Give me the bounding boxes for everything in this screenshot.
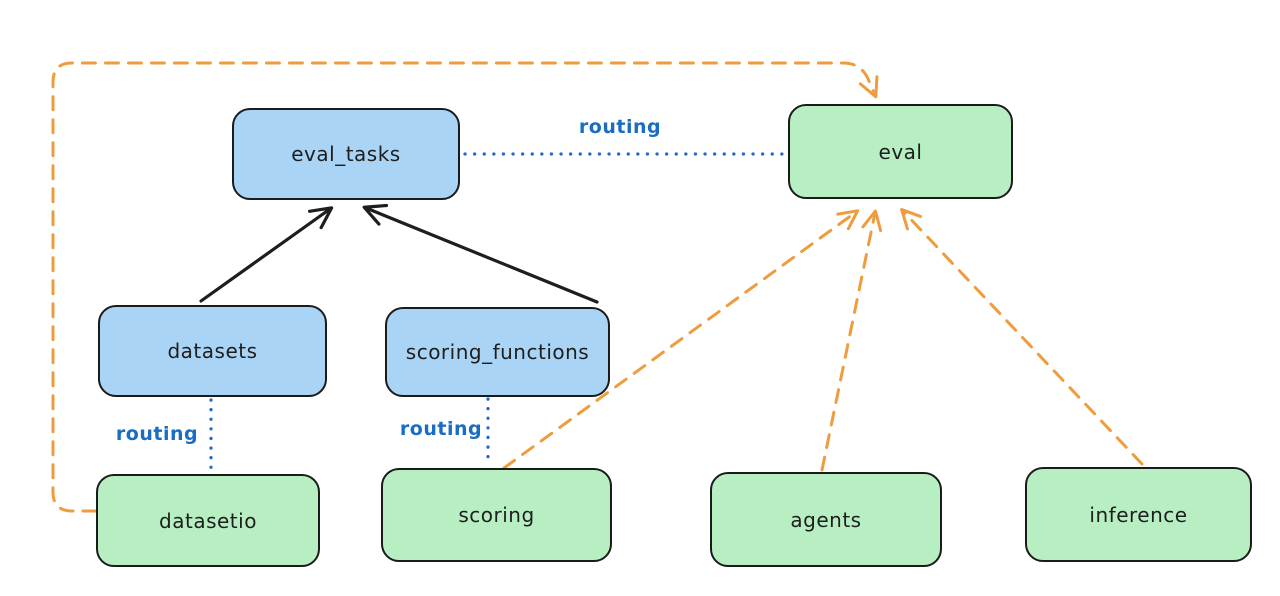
edge-label-routing-eval-tasks-eval: routing	[578, 116, 662, 138]
edge-label-routing-scoring-functions-scoring: routing	[399, 418, 483, 440]
node-scoring-label: scoring	[458, 503, 535, 527]
node-agents: agents	[710, 472, 942, 567]
node-eval-label: eval	[878, 139, 923, 164]
edge-datasets-to-eval-tasks	[199, 206, 334, 303]
edge-scoring-functions-to-eval-tasks	[362, 203, 599, 304]
node-datasetio: datasetio	[96, 474, 320, 567]
edge-inference-to-eval	[900, 208, 1144, 466]
node-datasets-label: datasets	[167, 339, 258, 363]
node-datasetio-label: datasetio	[159, 508, 257, 533]
node-scoring-functions-label: scoring_functions	[405, 340, 590, 364]
node-eval-tasks-label: eval_tasks	[291, 142, 401, 166]
node-scoring: scoring	[381, 468, 612, 562]
node-eval: eval	[788, 104, 1013, 199]
node-datasets: datasets	[98, 305, 327, 397]
node-inference: inference	[1025, 467, 1252, 562]
edge-agents-to-eval	[820, 209, 883, 472]
node-agents-label: agents	[790, 507, 862, 532]
node-eval-tasks: eval_tasks	[232, 108, 460, 200]
edge-label-routing-datasets-datasetio: routing	[115, 423, 199, 445]
node-scoring-functions: scoring_functions	[385, 307, 610, 397]
node-inference-label: inference	[1089, 502, 1188, 527]
edge-scoring-to-eval	[502, 209, 860, 470]
